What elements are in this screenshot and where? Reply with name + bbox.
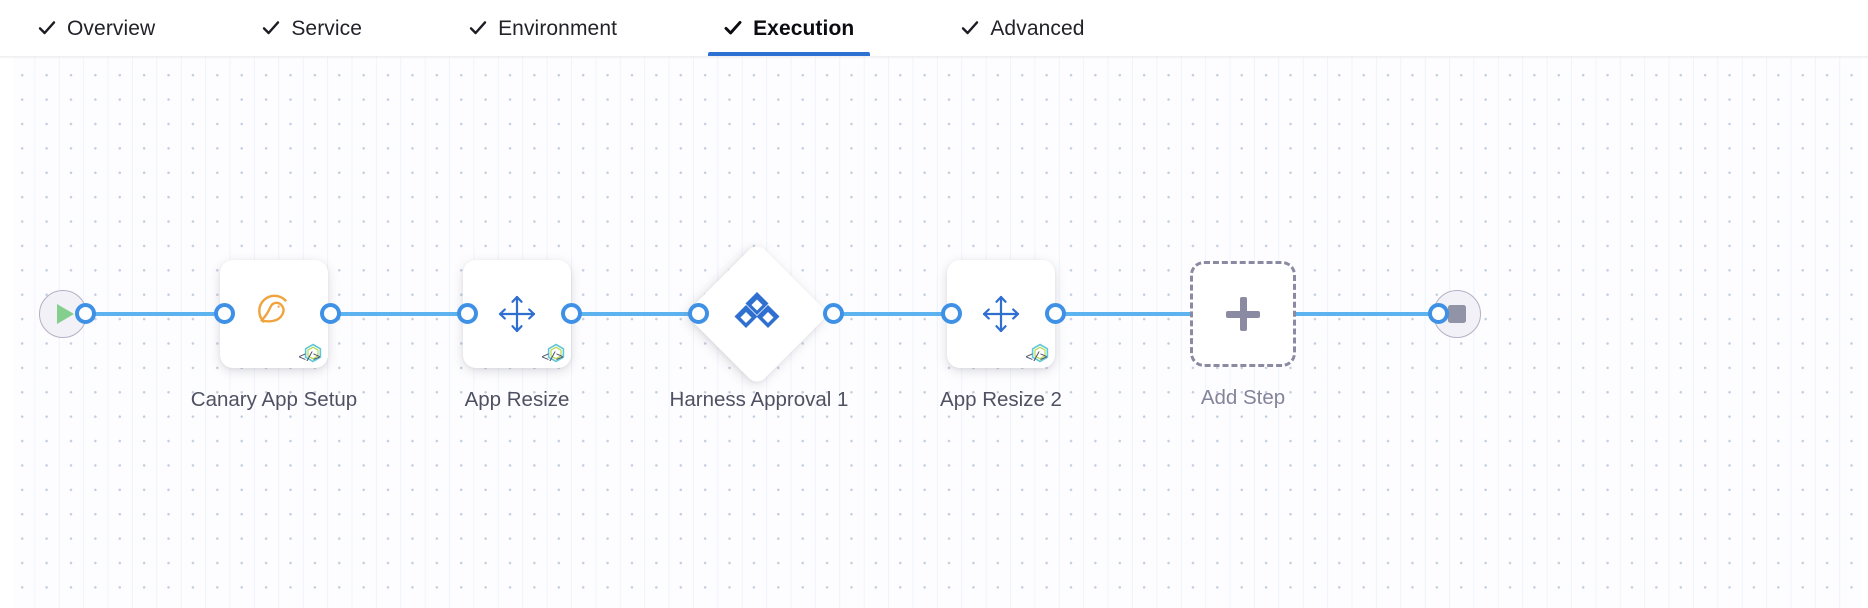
port-app-resize-2-in[interactable] [941,303,962,324]
canary-icon [248,288,300,340]
tab-label: Advanced [990,16,1085,40]
canvas-right-gutter [1862,57,1868,608]
connector-addstep-to-end [1295,312,1445,316]
hexagon-badge-icon [302,342,324,364]
tab-active-underline [708,52,871,56]
step-node-app-resize-2[interactable]: </> [947,260,1055,368]
pipeline-flow: </> Canary App Setup [0,57,1868,608]
add-step-label: Add Step [1200,386,1286,409]
pipeline-stage-tabs: Overview Service Environment Execution [0,0,1868,56]
port-app-resize-out[interactable] [561,303,582,324]
port-harness-approval-in[interactable] [688,303,709,324]
connector-canary-to-resize [330,312,475,316]
step-label-app-resize-2: App Resize 2 [940,388,1062,411]
port-end-in[interactable] [1428,303,1449,324]
step-label-app-resize: App Resize [464,388,570,411]
resize-icon [975,288,1027,340]
port-start-out[interactable] [75,303,96,324]
pipeline-start-node[interactable] [39,290,87,338]
tab-label: Service [291,16,363,40]
connector-start-to-canary [85,312,230,316]
step-node-app-resize[interactable]: </> [463,260,571,368]
tab-overview[interactable]: Overview [38,0,185,56]
tab-label: Overview [67,16,156,40]
check-icon [262,19,280,37]
tab-environment[interactable]: Environment [469,0,647,56]
tab-service[interactable]: Service [262,0,392,56]
step-code-icon[interactable]: </> [1025,350,1047,365]
port-harness-approval-out[interactable] [823,303,844,324]
check-icon [724,19,742,37]
port-canary-out[interactable] [320,303,341,324]
step-node-canary-app-setup[interactable]: </> [220,260,328,368]
hexagon-badge-icon [545,342,567,364]
step-code-icon[interactable]: </> [298,350,320,365]
stop-icon [1448,305,1466,323]
connector-approval-to-resize2 [825,312,955,316]
tab-advanced[interactable]: Advanced [961,0,1114,56]
port-canary-in[interactable] [214,303,235,324]
step-label-canary-app-setup: Canary App Setup [190,388,358,411]
step-code-icon[interactable]: </> [541,350,563,365]
port-app-resize-2-out[interactable] [1045,303,1066,324]
connector-resize2-to-addstep [1055,312,1200,316]
step-label-harness-approval-1: Harness Approval 1 [669,388,849,411]
canvas-left-gutter [0,57,13,608]
tab-execution[interactable]: Execution [708,0,884,56]
check-icon [961,19,979,37]
tab-label: Environment [498,16,618,40]
play-icon [57,304,74,324]
check-icon [38,19,56,37]
plus-icon [1239,297,1247,331]
resize-icon [491,288,543,340]
connector-resize-to-approval [570,312,698,316]
port-app-resize-in[interactable] [457,303,478,324]
check-icon [469,19,487,37]
add-step-button[interactable] [1190,261,1296,367]
tab-label: Execution [753,16,855,40]
hexagon-badge-icon [1029,342,1051,364]
pipeline-canvas[interactable]: </> Canary App Setup [0,57,1868,608]
